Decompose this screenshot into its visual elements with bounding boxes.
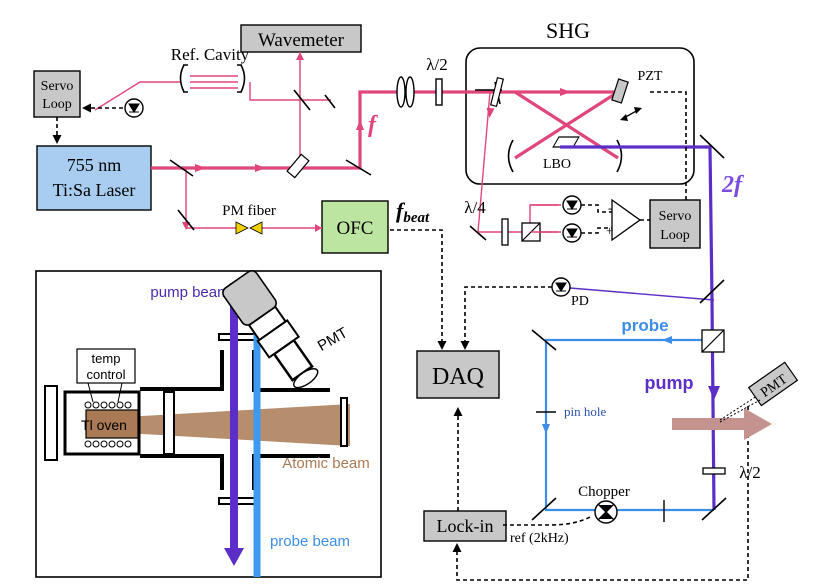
- probe-beam-loop: probe pin hole Chopper: [531, 316, 727, 524]
- laser-label-line2: Ti:Sa Laser: [53, 180, 136, 200]
- wavemeter-label: Wavemeter: [258, 30, 345, 51]
- f-label: f: [368, 112, 378, 138]
- shg-label: SHG: [546, 18, 590, 43]
- pump-right: pump λ/2 PMT: [645, 361, 799, 482]
- servo-loop-left-line1: Servo: [41, 79, 74, 94]
- lambda-half-top-label: λ/2: [426, 55, 447, 74]
- pzt-label: PZT: [638, 69, 663, 84]
- lbo-label: LBO: [543, 157, 571, 172]
- pmt-left-assembly: [222, 269, 319, 389]
- photodiode-pd: PD: [460, 277, 589, 350]
- plus-label: +: [606, 223, 613, 238]
- reference-cavity: Ref. Cavity: [171, 45, 250, 93]
- lenses-and-waveplate-top: λ/2 f: [368, 55, 448, 138]
- temp-control-line1: temp: [92, 351, 121, 366]
- pm-fiber: PM fiber: [222, 203, 276, 235]
- fundamental-beam: [151, 88, 619, 172]
- ofc-box: OFC: [321, 200, 389, 254]
- temp-control-line2: control: [86, 367, 125, 382]
- pump-beam-label: pump beam: [150, 284, 229, 301]
- pm-fiber-label: PM fiber: [222, 203, 276, 219]
- photodiode-ref-cavity: [52, 98, 144, 144]
- atomic-beam-label: Atomic beam: [282, 455, 370, 472]
- daq-box: DAQ: [416, 350, 500, 399]
- lambda-half-bottom-label: λ/2: [739, 463, 760, 482]
- minus-label: -: [608, 200, 612, 215]
- second-harmonic-beam: 2f: [560, 134, 744, 511]
- probe-beam-label: probe beam: [270, 533, 350, 550]
- vacuum-chamber-inset: Tl oven temp control pump beam probe bea…: [35, 269, 382, 578]
- lock-in-box: Lock-in ref (2kHz): [423, 406, 749, 581]
- two-f-label: 2f: [721, 172, 744, 198]
- servo-loop-right-box: Servo Loop: [649, 199, 701, 249]
- chopper-label: Chopper: [578, 484, 630, 500]
- ti-sa-laser-box: 755 nm Ti:Sa Laser: [36, 145, 152, 211]
- pd-label: PD: [571, 294, 589, 309]
- servo-loop-left-line2: Loop: [42, 97, 72, 112]
- f-beat-label: fbeat: [396, 198, 430, 226]
- servo-loop-left-box: Servo Loop: [33, 70, 81, 118]
- tl-oven-label: Tl oven: [81, 417, 127, 433]
- shg-enclosure: SHG: [465, 18, 695, 185]
- daq-label: DAQ: [432, 364, 484, 390]
- servo-loop-right-line1: Servo: [659, 209, 692, 224]
- f-beat-signal: fbeat: [390, 198, 447, 350]
- heater-coils: [84, 401, 132, 448]
- wavemeter-box: Wavemeter: [240, 24, 362, 53]
- laser-label-line1: 755 nm: [67, 155, 122, 175]
- lock-in-label: Lock-in: [437, 516, 494, 536]
- pump-label: pump: [645, 373, 694, 393]
- probe-label: probe: [621, 316, 668, 335]
- ref-label: ref (2kHz): [510, 531, 569, 546]
- ofc-label: OFC: [337, 218, 374, 239]
- pin-hole-label: pin hole: [564, 404, 606, 419]
- lambda-quarter-label: λ/4: [464, 198, 486, 217]
- ref-cavity-label: Ref. Cavity: [171, 45, 250, 64]
- shg-cavity-internals: PZT LBO: [489, 69, 663, 173]
- servo-loop-right-line2: Loop: [660, 228, 690, 243]
- polarization-locking-detection: λ/4 - +: [464, 91, 687, 246]
